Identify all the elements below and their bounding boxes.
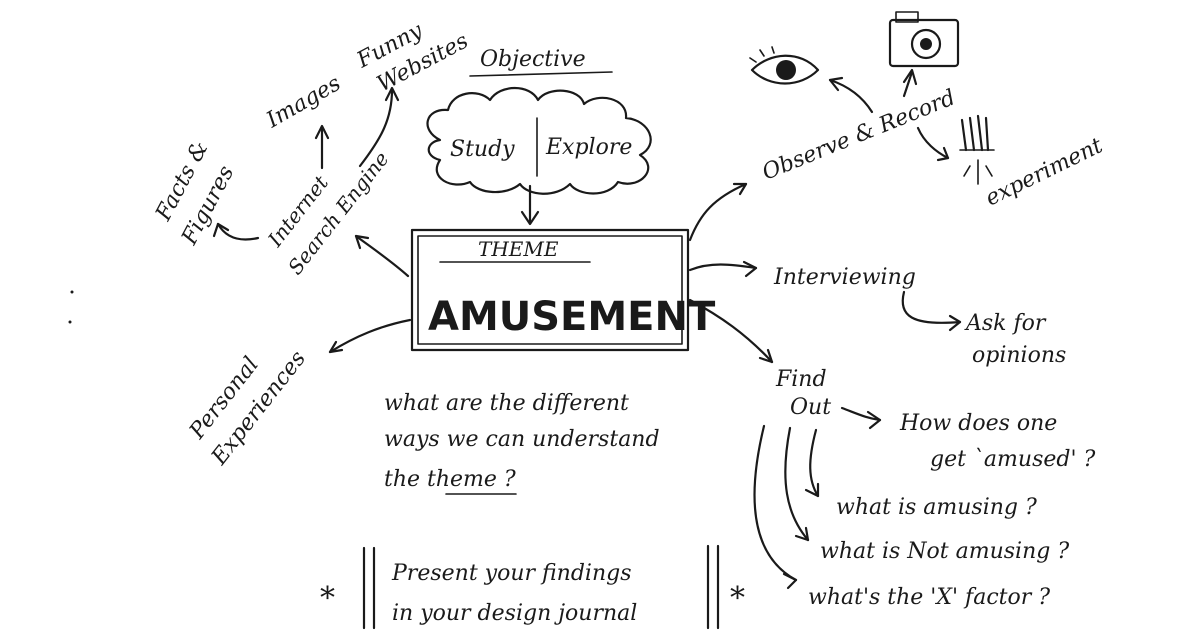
explore-label: Explore (545, 135, 632, 160)
observe-label: Observe & Record (759, 85, 959, 185)
footer-line1: Present your findings (391, 561, 632, 586)
camera-icon (888, 11, 960, 68)
arrow-theme-interviewing (688, 263, 758, 272)
arrow-to-q-is (809, 428, 820, 498)
arrow-to-q-amused (840, 406, 882, 422)
arrow-to-ask (901, 290, 962, 324)
arrow-to-camera (902, 70, 914, 98)
q-not-label: what is Not amusing ? (820, 539, 1069, 564)
objective-underline (469, 71, 613, 77)
objective-cloud (426, 87, 652, 195)
footer-bar-left (362, 546, 376, 630)
question-line2: ways we can understand (384, 427, 660, 452)
arrow-to-eye (828, 78, 874, 114)
arrow-to-facts (216, 222, 260, 241)
theme-label: THEME (478, 237, 559, 261)
arrow-to-q-not (784, 426, 810, 542)
arrow-theme-personal (328, 318, 412, 354)
question-line1: what are the different (384, 391, 629, 416)
arrow-to-experiment (916, 126, 950, 160)
footer-asterisk-left: * (320, 581, 335, 616)
amusement-title: AMUSEMENT (428, 294, 716, 340)
speck (70, 290, 74, 294)
speck (68, 320, 72, 324)
q-x-label: what's the 'X' factor ? (808, 585, 1050, 610)
arrow-theme-findout (688, 298, 774, 364)
eye-icon (749, 46, 820, 85)
question-line3: the theme ? (384, 467, 516, 492)
q-is-label: what is amusing ? (836, 495, 1037, 520)
q-amused-line1: How does one (899, 411, 1057, 436)
find-line1: Find (775, 367, 827, 392)
footer-line2: in your design journal (392, 601, 637, 626)
arrow-to-funny (358, 88, 394, 168)
ask-line1: Ask for (964, 311, 1047, 336)
q-amused-line2: get `amused' ? (930, 447, 1096, 472)
objective-heading: Objective (480, 47, 586, 72)
arrow-theme-search (354, 234, 410, 278)
footer-bar-right (706, 544, 720, 630)
arrow-to-q-x (753, 424, 798, 582)
theme-box-inner (417, 235, 683, 345)
footer-asterisk-right: * (730, 581, 745, 616)
arrow-theme-observe (688, 182, 748, 242)
experiment-icon (959, 114, 995, 185)
ask-line2: opinions (972, 343, 1066, 368)
theme-box (410, 228, 690, 352)
study-label: Study (450, 137, 515, 162)
interviewing-label: Interviewing (773, 265, 916, 290)
find-line2: Out (790, 395, 831, 420)
images-label: Images (262, 71, 346, 134)
experiment-label: experiment (982, 133, 1107, 211)
